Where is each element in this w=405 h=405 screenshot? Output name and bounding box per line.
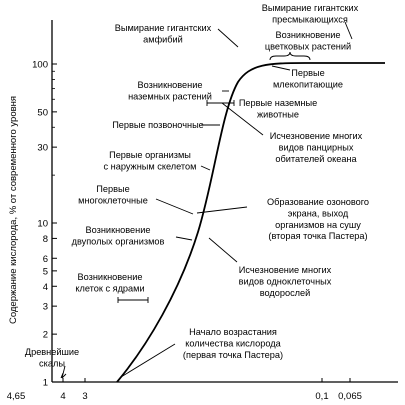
annotation-line: Вымирание гигантских [115, 23, 212, 33]
x-tick-label: 0,1 [315, 391, 328, 402]
y-tick-label: 4 [43, 282, 48, 293]
y-tick-label: 30 [37, 143, 48, 154]
annotation-line: количества кислорода [185, 338, 281, 348]
tick-marks [52, 63, 351, 383]
annotation-line: цветковых растений [265, 41, 351, 51]
annotation-line: (вторая точка Пастера) [268, 231, 367, 241]
bracket-ann3 [269, 51, 311, 61]
annotation-line: Возникновение [78, 272, 143, 282]
annotation-line: скалы [39, 358, 65, 368]
arrowhead-ann15 [60, 372, 67, 379]
curve-layer [116, 62, 385, 383]
axes [51, 20, 398, 383]
annotation-line: Первые [96, 184, 129, 194]
x-tick-label: 4,65 [7, 391, 26, 402]
annotation-line: Образование озонового [267, 197, 369, 207]
x-tick-label: 4 [60, 391, 65, 402]
y-tick-label: 3 [43, 302, 48, 313]
annotation-line: пресмыкающихся [272, 14, 348, 24]
annotation-line: видов одноклеточных [239, 276, 332, 286]
leader-ann12 [175, 236, 193, 241]
annotation-line: наземных растений [128, 91, 212, 101]
x-tick-label: 0,065 [338, 391, 362, 402]
annotation-leaders [60, 21, 353, 379]
oxygen-curve [116, 62, 385, 383]
leader-ann11 [196, 206, 248, 214]
leader-ann9 [200, 165, 211, 171]
leader-ann8 [221, 102, 264, 136]
annotation-line: двуполых организмов [72, 236, 165, 246]
annotation-line: амфибий [143, 34, 183, 44]
annotation-line: клеток с ядрами [75, 283, 144, 293]
annotation-line: Первые организмы [109, 150, 191, 160]
y-tick-label: 6 [43, 254, 48, 265]
annotation-line: млекопитающие [273, 79, 343, 89]
y-tick-label: 5 [43, 266, 48, 277]
x-tick-label: 3 [82, 391, 87, 402]
annotation-line: животные [257, 109, 299, 119]
y-tick-label: 8 [43, 234, 48, 245]
annotation-ann7: Первые позвоночные [112, 120, 204, 130]
annotation-line: Вымирание гигантских [262, 3, 359, 13]
leader-ann16 [120, 343, 176, 378]
leader-ann10 [155, 198, 194, 215]
y-tick-label: 50 [37, 107, 48, 118]
annotation-line: обитателей океана [275, 154, 357, 164]
annotation-line: Первые [291, 68, 324, 78]
annotation-line: Исчезновение многих [270, 131, 363, 141]
leader-ann14 [208, 237, 238, 263]
leader-ann1 [217, 28, 239, 48]
annotation-line: Возникновение [138, 80, 203, 90]
annotation-line: Первые позвоночные [112, 120, 204, 130]
y-tick-label: 100 [32, 60, 48, 71]
arrow-ann15 [61, 365, 66, 379]
annotation-labels: 1 2 3 4 56 8 10 30 50 100 4,65 4 3 0,1 0,065 Вымирание … [7, 3, 369, 402]
y-tick-label: 2 [43, 330, 48, 341]
annotation-line: Исчезновение многих [239, 265, 332, 275]
annotation-line: экрана, выход [288, 208, 349, 218]
annotation-line: многоклеточные [78, 195, 148, 205]
annotation-line: водорослей [260, 288, 311, 298]
y-tick-label: 1 [43, 378, 48, 389]
annotation-line: видов панцирных [279, 142, 354, 152]
leader-ann2 [344, 21, 353, 40]
annotation-line: Первые наземные [239, 98, 317, 108]
y-tick-label: 10 [37, 219, 48, 230]
leader-ann4 [271, 65, 291, 71]
annotation-line: Начало возрастания [189, 327, 277, 337]
annotation-line: Возникновение [276, 30, 341, 40]
annotation-line: Возникновение [86, 225, 151, 235]
annotation-line: Древнейшие [25, 347, 79, 357]
annotation-line: с наружным скелетом [104, 161, 197, 171]
annotation-line: организмов на сушу [275, 220, 361, 230]
annotation-line: (первая точка Пастера) [183, 350, 283, 360]
y-axis-label: Содержание кислорода, % от современного … [8, 96, 19, 324]
